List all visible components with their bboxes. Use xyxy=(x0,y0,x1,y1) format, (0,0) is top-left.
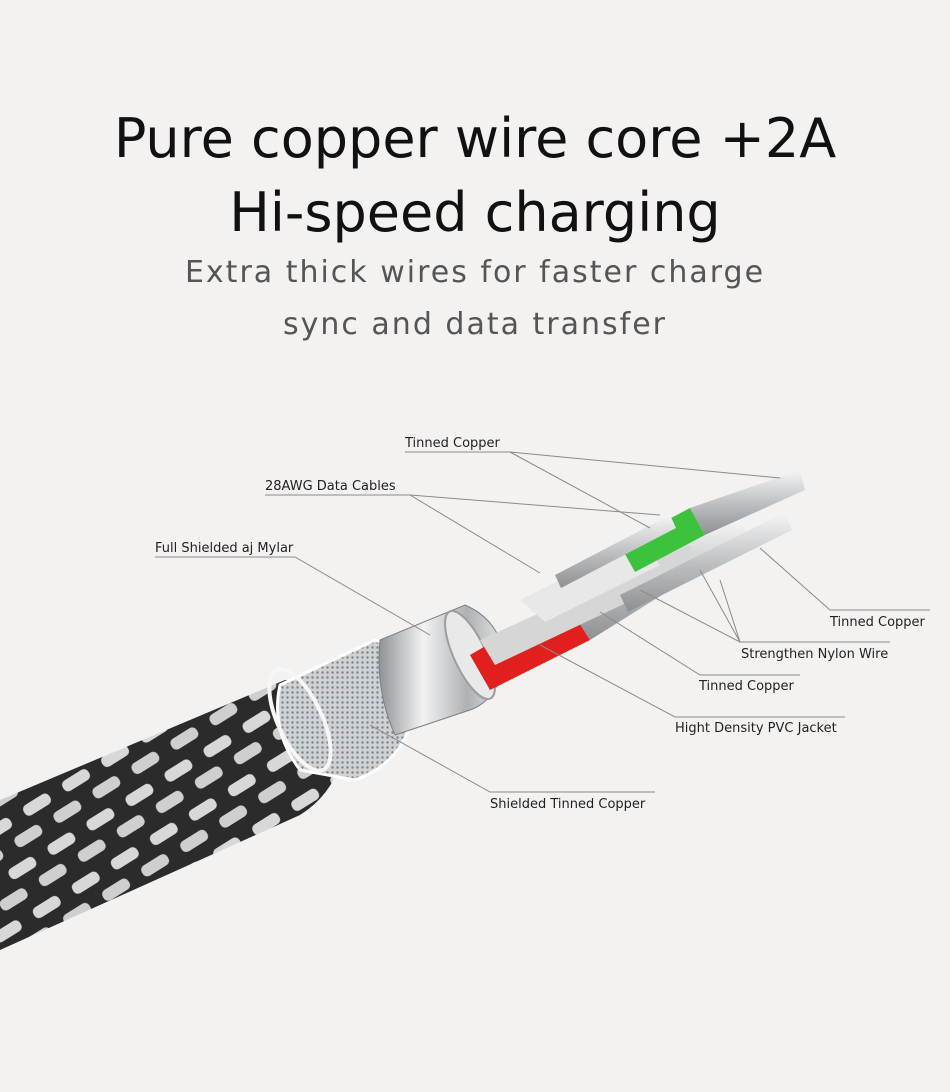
nylon-wire xyxy=(480,545,700,665)
callout-tinned-copper-right: Tinned Copper xyxy=(829,615,926,630)
callout-strengthen-nylon-wire: Strengthen Nylon Wire xyxy=(741,647,888,662)
callout-pvc-jacket: Hight Density PVC Jacket xyxy=(675,721,837,736)
tinned-copper-strand-1 xyxy=(555,515,676,588)
mesh-ring xyxy=(267,667,333,773)
callout-tinned-copper-mid: Tinned Copper xyxy=(698,679,795,694)
tinned-copper-strand-2 xyxy=(620,512,792,612)
subheadline-line-2: sync and data transfer xyxy=(283,307,667,342)
callout-shielded-tinned-copper: Shielded Tinned Copper xyxy=(490,797,646,812)
leader-lines xyxy=(155,451,930,793)
callout-mylar: Full Shielded aj Mylar xyxy=(155,541,294,556)
callout-28awg-data-cables: 28AWG Data Cables xyxy=(265,479,396,494)
headline-line-2: Hi-speed charging xyxy=(229,181,721,244)
subheadline-line-1: Extra thick wires for faster charge xyxy=(184,255,766,290)
green-data-wire xyxy=(520,470,805,622)
braided-jacket xyxy=(0,680,345,950)
callout-tinned-copper-top: Tinned Copper xyxy=(404,436,501,451)
headline-line-1: Pure copper wire core +2A xyxy=(113,107,837,170)
